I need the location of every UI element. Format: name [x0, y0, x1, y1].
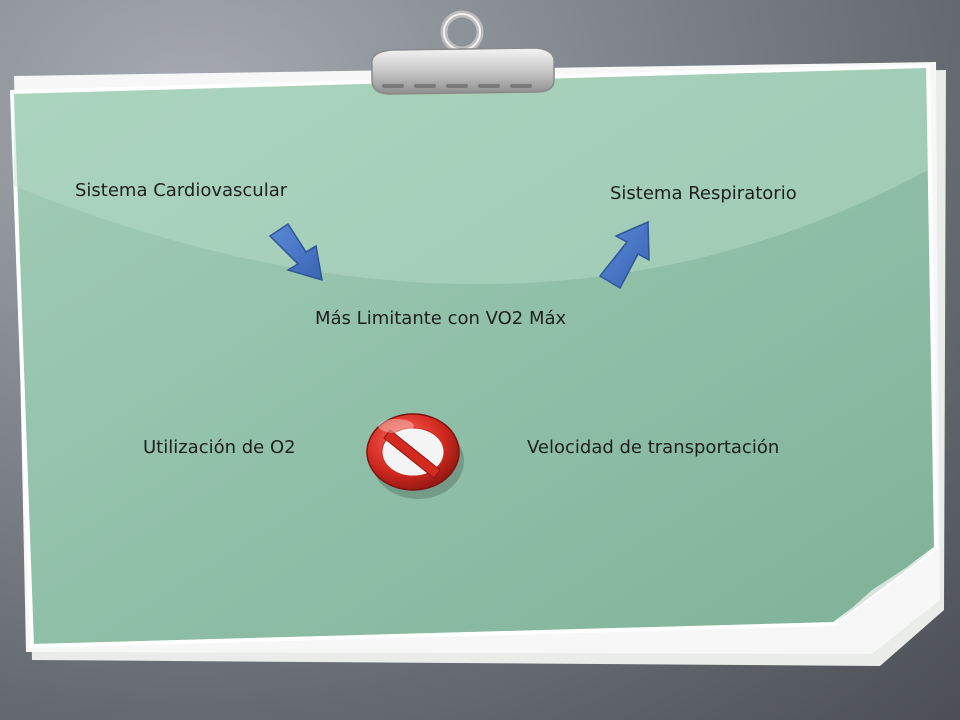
label-velocidad-transportacion: Velocidad de transportación	[527, 437, 780, 458]
prohibition-icon	[366, 413, 464, 499]
arrow-down-right-icon	[268, 222, 323, 282]
arrow-up-right-icon	[598, 220, 650, 290]
note-paper	[9, 63, 939, 649]
label-utilizacion-o2: Utilización de O2	[143, 437, 296, 458]
label-sistema-respiratorio: Sistema Respiratorio	[610, 183, 797, 204]
label-sistema-cardiovascular: Sistema Cardiovascular	[75, 180, 288, 201]
binder-clip-icon	[371, 10, 555, 95]
label-mas-limitante: Más Limitante con VO2 Máx	[315, 308, 567, 329]
